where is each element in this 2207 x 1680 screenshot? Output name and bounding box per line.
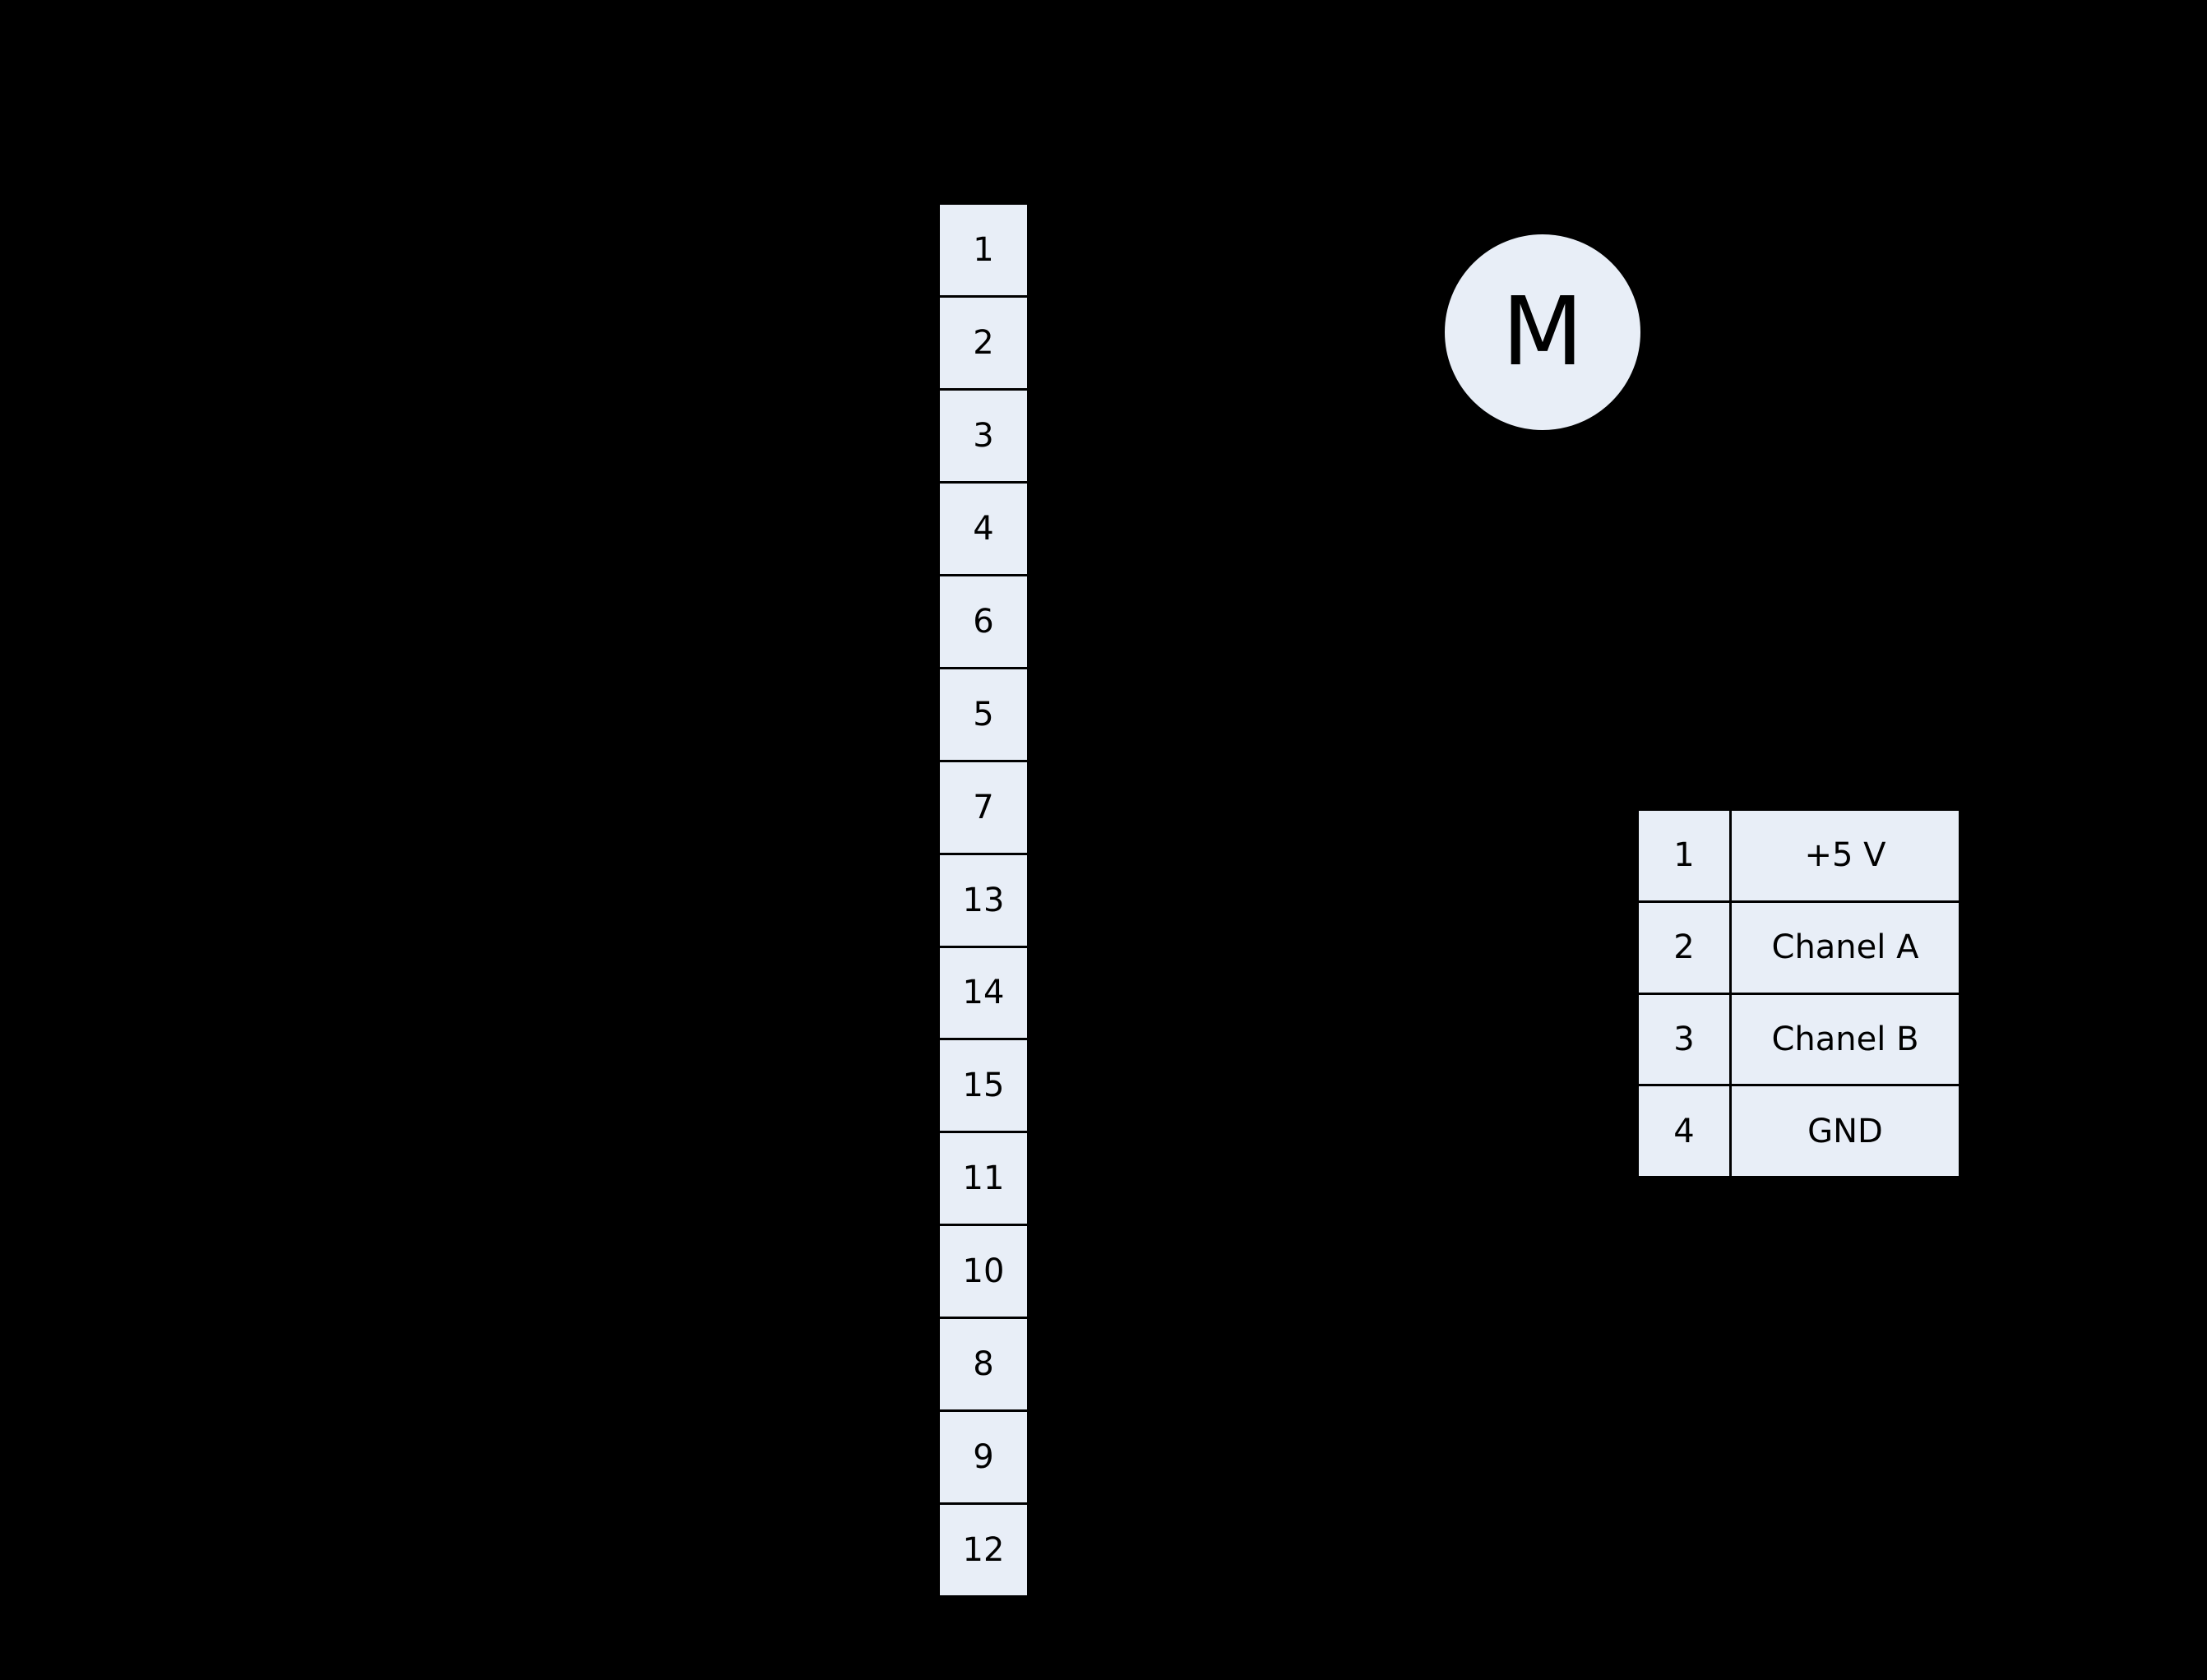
motor-label: M	[1501, 276, 1584, 387]
pin-cell: 5	[940, 669, 1027, 762]
pin-number-cell: 4	[1639, 1086, 1732, 1176]
signal-name-cell: Chanel A	[1732, 902, 1959, 993]
table-row: 3 Chanel B	[1639, 994, 1959, 1087]
pin-cell: 14	[940, 947, 1027, 1041]
pin-cell: 9	[940, 1412, 1027, 1506]
pin-cell: 13	[940, 854, 1027, 948]
pin-cell: 3	[940, 390, 1027, 484]
connector-pin-strip: 1 2 3 4 6 5 7 13 14 15 11 10 8 9 12	[937, 202, 1029, 1598]
pin-cell: 1	[940, 205, 1027, 298]
encoder-pinout-table: 1 +5 V 2 Chanel A 3 Chanel B 4 GND	[1636, 808, 1961, 1178]
pin-cell: 11	[940, 1133, 1027, 1227]
pin-number-cell: 3	[1639, 994, 1732, 1085]
signal-name-cell: GND	[1732, 1086, 1959, 1176]
pin-cell: 4	[940, 483, 1027, 576]
pin-cell: 15	[940, 1040, 1027, 1134]
signal-name-cell: +5 V	[1732, 811, 1959, 900]
motor-symbol: M	[1442, 232, 1643, 433]
pin-cell: 10	[940, 1226, 1027, 1320]
pin-cell: 6	[940, 576, 1027, 669]
table-row: 4 GND	[1639, 1086, 1959, 1176]
pin-number-cell: 1	[1639, 811, 1732, 900]
pin-number-cell: 2	[1639, 902, 1732, 993]
pin-cell: 2	[940, 297, 1027, 391]
pin-cell: 8	[940, 1319, 1027, 1413]
table-row: 2 Chanel A	[1639, 902, 1959, 995]
pin-cell: 7	[940, 761, 1027, 855]
table-row: 1 +5 V	[1639, 811, 1959, 903]
signal-name-cell: Chanel B	[1732, 994, 1959, 1085]
pin-cell: 12	[940, 1505, 1027, 1596]
